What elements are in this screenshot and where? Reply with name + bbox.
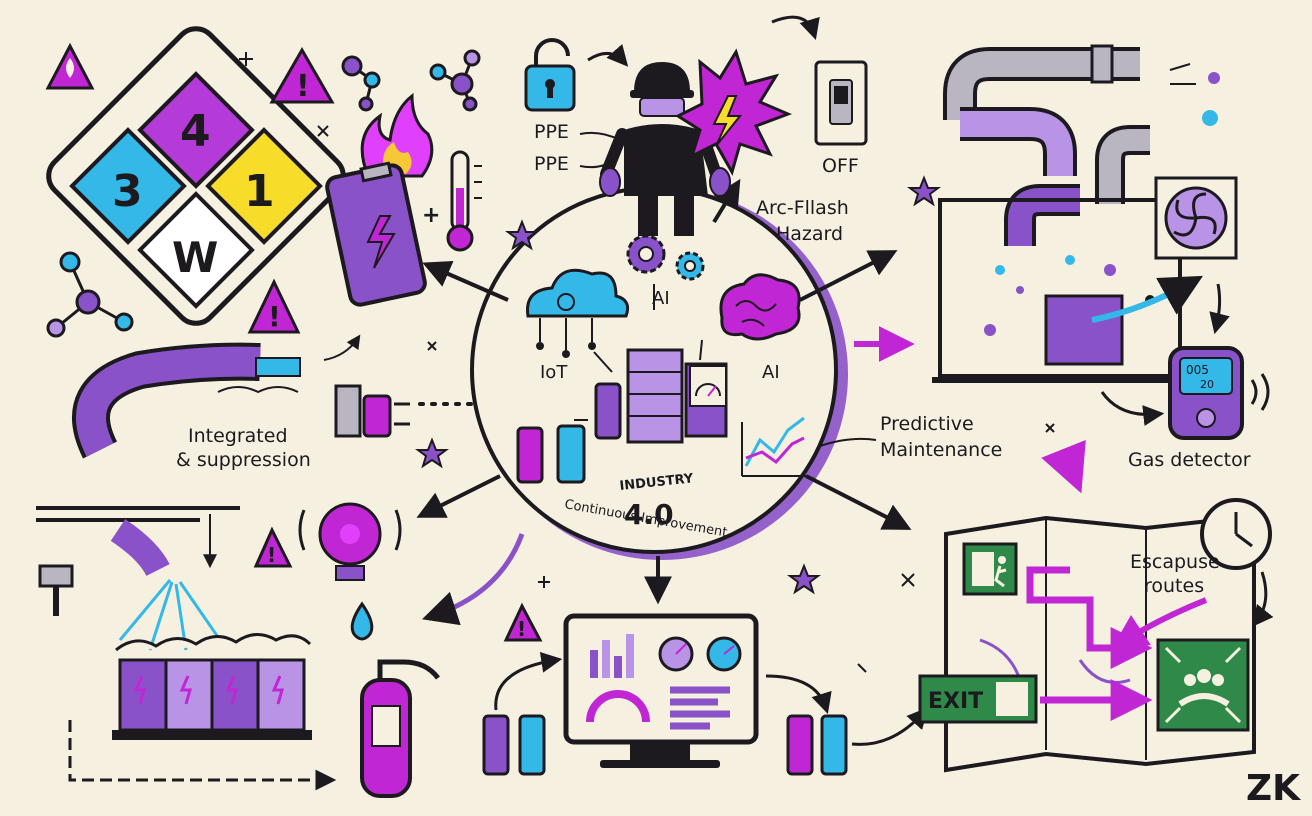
arc-flash-label-2: Hazard [776, 223, 843, 245]
exit-sign: EXIT [918, 674, 1038, 724]
gauge-icon [689, 365, 727, 407]
machine-frame [932, 198, 1203, 383]
fire-extinguisher-icon [360, 659, 440, 798]
padlock-icon [524, 38, 576, 112]
monitor-dashboard [563, 613, 759, 768]
fan-icon [1154, 176, 1238, 260]
lightning-icon [674, 48, 793, 176]
svg-text:!: ! [296, 69, 310, 104]
ai-right-label: AI [762, 362, 780, 383]
flammability-quadrant [137, 71, 255, 189]
water-drop-icon [350, 601, 374, 641]
worker-icon [599, 62, 731, 236]
instability-quadrant [205, 127, 323, 245]
arc-flash-label-1: Arc-Fllash [756, 197, 849, 219]
gas-detector-icon: 005 20 [1168, 346, 1270, 440]
svg-text:!: ! [517, 617, 526, 641]
sparkle-doodles [239, 52, 1055, 673]
gear-icon [626, 234, 705, 281]
special-quadrant [137, 191, 255, 309]
health-value: 3 [112, 166, 143, 217]
svg-text:!: ! [268, 300, 281, 333]
ppe-label-1: PPE [534, 121, 569, 143]
chart-icon [741, 416, 806, 477]
gas-detector-label: Gas detector [1128, 449, 1251, 471]
nfpa-diamond: 4 3 1 W [46, 26, 346, 326]
special-value: W [172, 233, 218, 282]
ppe-label-2: PPE [534, 153, 569, 175]
flammability-value: 4 [180, 106, 211, 157]
warning-icon: ! ! ! ! [45, 42, 543, 642]
hub-arrows [416, 178, 912, 605]
battery-rack [112, 633, 312, 740]
detector-reading-1: 005 [1186, 363, 1209, 377]
predictive-label-1: Predictive [880, 413, 974, 435]
detector-reading-2: 20 [1200, 378, 1214, 391]
brain-icon [719, 273, 801, 341]
svg-text:!: ! [267, 543, 276, 567]
health-quadrant [69, 127, 187, 245]
integrated-label-1: Integrated [188, 425, 288, 447]
pipe-icon [943, 44, 1220, 246]
alarm-bell-icon [298, 502, 402, 581]
integrated-label-2: & suppression [176, 449, 311, 471]
sprinkler-icon [36, 506, 240, 651]
plug-icon [334, 384, 410, 438]
industry-version: 4.0 [624, 498, 674, 531]
instability-value: 1 [244, 166, 275, 217]
ai-top-label: AI [652, 288, 670, 309]
assembly-point-icon [1156, 638, 1250, 732]
burning-battery: + [325, 92, 440, 307]
svg-text:+: + [422, 203, 440, 228]
molecule-icon [46, 49, 481, 338]
thermometer-icon [446, 150, 482, 252]
exit-sign-icon [962, 542, 1018, 596]
exit-label: EXIT [928, 689, 983, 714]
cloud-icon [526, 268, 630, 358]
escape-label-2: routes [1144, 575, 1204, 597]
suppression-hose [72, 334, 361, 459]
clock-icon [1200, 498, 1272, 570]
industry-hub: IoT AI AI INDUSTRY 4.0 Continuous Improv… [470, 186, 848, 560]
iot-label: IoT [540, 362, 568, 383]
off-label: OFF [822, 155, 859, 177]
escape-label-1: Escapuse [1130, 551, 1220, 573]
battery-icon [482, 714, 848, 776]
predictive-label-2: Maintenance [880, 439, 1002, 461]
switch-icon [814, 60, 868, 146]
watermark: ZK [1246, 768, 1301, 809]
battery-icon [516, 382, 622, 484]
star-icon [415, 175, 941, 595]
